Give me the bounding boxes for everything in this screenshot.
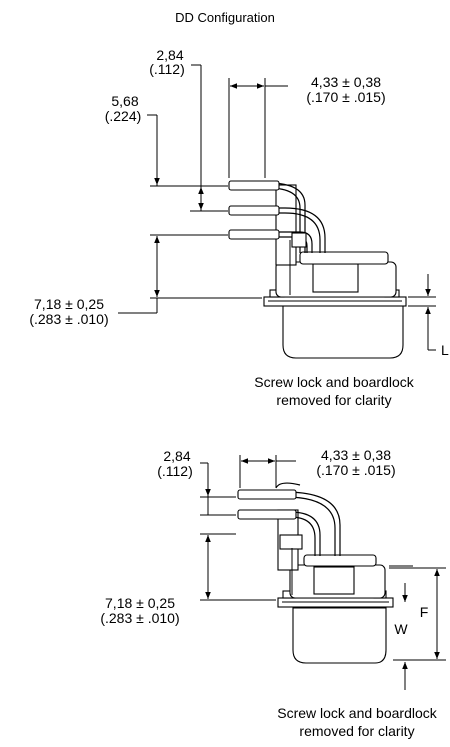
top-shell-cup (282, 304, 404, 359)
bottom-shell-cup (292, 607, 387, 664)
top-caption-line1: Screw lock and boardlock (254, 374, 415, 390)
bottom-dim-f: F (420, 604, 429, 620)
diagram-title: DD Configuration (175, 10, 275, 25)
top-dim-l: L (441, 342, 449, 358)
top-row-metric: 5,68 (111, 93, 138, 109)
bottom-pitch-inch: (.112) (157, 463, 193, 479)
bottom-height-metric: 7,18 ± 0,25 (105, 595, 175, 611)
top-offset-metric: 4,33 ± 0,38 (311, 74, 381, 90)
bottom-offset-inch: (.170 ± .015) (316, 462, 395, 478)
top-insert (312, 263, 359, 293)
top-connector-drawing: 2,84 (.112) 5,68 (.224) 4,33 ± 0,38 (.17… (29, 47, 449, 408)
bottom-pitch-metric: 2,84 (163, 448, 190, 464)
top-caption-line2: removed for clarity (276, 392, 391, 408)
top-height-metric: 7,18 ± 0,25 (34, 296, 104, 312)
bottom-offset-metric: 4,33 ± 0,38 (321, 447, 391, 463)
bottom-caption-line2: removed for clarity (299, 723, 414, 739)
top-row-inch: (.224) (105, 108, 142, 124)
bottom-dim-w: W (394, 621, 408, 637)
top-pitch-inch: (.112) (149, 61, 185, 77)
top-pitch-metric: 2,84 (156, 47, 183, 63)
top-vertical-body (275, 184, 297, 266)
bottom-caption-line1: Screw lock and boardlock (277, 705, 438, 721)
bottom-height-inch: (.283 ± .010) (100, 610, 179, 626)
bottom-connector-drawing: 2,84 (.112) 4,33 ± 0,38 (.170 ± .015) 7,… (100, 447, 446, 739)
top-offset-inch: (.170 ± .015) (306, 89, 385, 105)
top-height-inch: (.283 ± .010) (29, 311, 108, 327)
bottom-insert (313, 566, 355, 595)
